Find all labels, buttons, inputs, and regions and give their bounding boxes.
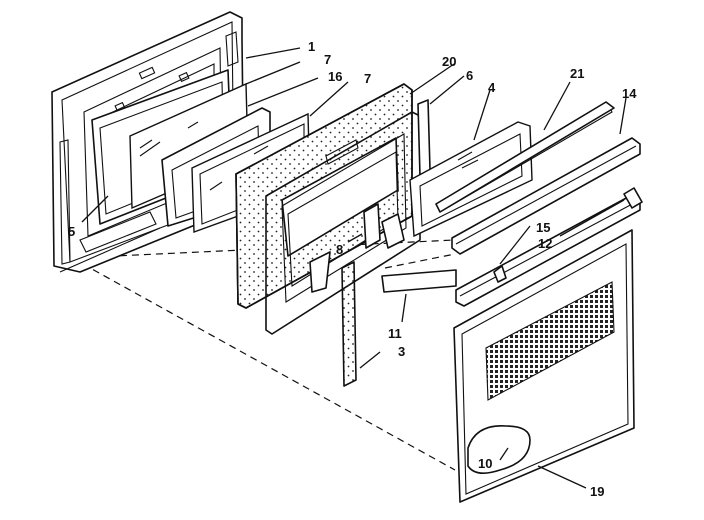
- callout-7-middle: 7: [364, 71, 371, 86]
- callout-6: 6: [466, 68, 473, 83]
- callout-1: 1: [308, 39, 315, 54]
- callout-7-top: 7: [324, 52, 331, 67]
- part-6-side-bracket: [417, 99, 431, 177]
- part-15-handle-screw: [493, 265, 507, 283]
- callout-4: 4: [488, 80, 496, 95]
- callout-3: 3: [398, 344, 405, 359]
- part-7-door-frame: [265, 111, 421, 335]
- callout-12: 12: [538, 236, 552, 251]
- callout-14: 14: [622, 86, 637, 101]
- part-21-trim-strip: [435, 101, 615, 213]
- callout-21: 21: [570, 66, 584, 81]
- callout-5: 5: [68, 224, 75, 239]
- part-11-plate: [381, 269, 457, 293]
- callout-19: 19: [590, 484, 604, 499]
- assembly-dashed-lines: [71, 239, 456, 471]
- part-10-window: [467, 425, 531, 474]
- part-14-top-trim-rail: [451, 137, 641, 255]
- callout-10: 10: [478, 456, 492, 471]
- callout-15: 15: [536, 220, 550, 235]
- callout-labels: 1 7 16 7 20 6 4 21 14 5 15 12 8 11 3 10 …: [68, 39, 637, 499]
- leader-lines: [81, 47, 627, 489]
- part-3-vent-strip: [341, 261, 357, 387]
- callout-11: 11: [388, 326, 402, 341]
- callout-8: 8: [336, 242, 343, 257]
- callout-20: 20: [442, 54, 456, 69]
- part-5-rod: [59, 227, 161, 273]
- callout-16: 16: [328, 69, 342, 84]
- part-8-hinge-clips: [309, 203, 405, 293]
